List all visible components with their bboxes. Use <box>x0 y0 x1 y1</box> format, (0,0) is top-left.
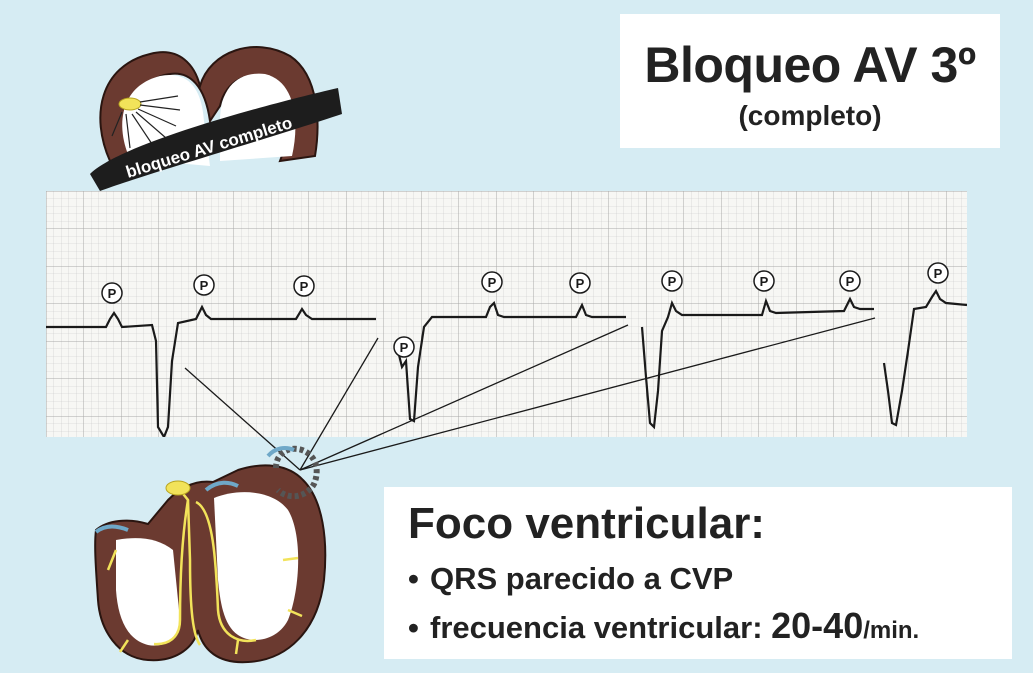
ventricle-illustration <box>94 464 327 664</box>
p-marker-circle <box>927 262 949 284</box>
impulse-arrows <box>111 95 181 149</box>
bullet-text: frecuencia ventricular: <box>430 610 772 645</box>
p-marker-circle <box>481 271 503 293</box>
bullet-rate: • frecuencia ventricular: 20-40/min. <box>408 605 919 647</box>
bullet-dot: • <box>408 561 419 596</box>
ecg-strip: P P P P P P P P P P <box>46 191 967 437</box>
ecg-trace-segment-4 <box>882 288 967 427</box>
title-main: Bloqueo AV 3º <box>644 37 976 93</box>
p-marker-circle <box>293 275 315 297</box>
valve-leaflet <box>204 480 239 492</box>
p-wave-label: P <box>108 286 117 301</box>
p-marker-circle <box>569 272 591 294</box>
p-wave-label: P <box>760 274 769 289</box>
focus-panel: Foco ventricular: • QRS parecido a CVP • f… <box>384 487 1012 659</box>
sa-node <box>118 97 142 111</box>
label-band <box>90 88 342 191</box>
p-wave-label: P <box>934 266 943 281</box>
p-wave-label: P <box>846 274 855 289</box>
p-marker-circle <box>839 270 861 292</box>
ecg-grid <box>46 191 967 437</box>
p-wave-label: P <box>300 279 309 294</box>
rate-unit: /min. <box>863 617 920 644</box>
title-sub: (completo) <box>738 100 882 131</box>
av-node <box>165 480 191 496</box>
p-marker-circle <box>753 270 775 292</box>
conduction-fibers <box>106 489 303 655</box>
focus-heading: Foco ventricular: <box>408 499 765 548</box>
right-ventricle-chamber <box>214 492 299 640</box>
left-ventricle-chamber <box>116 538 180 646</box>
bullet-qrs: • QRS parecido a CVP <box>408 561 733 597</box>
bullet-text: QRS parecido a CVP <box>430 561 734 596</box>
p-wave-label: P <box>668 274 677 289</box>
p-wave-label: P <box>200 278 209 293</box>
title-panel: Bloqueo AV 3º (completo) <box>620 14 1000 148</box>
p-marker-circle <box>101 282 123 304</box>
p-wave-label: P <box>576 276 585 291</box>
rate-value: 20-40 <box>771 605 864 646</box>
p-wave-label: P <box>400 340 409 355</box>
ecg-trace-segment-1 <box>46 304 376 437</box>
atria-illustration: bloqueo AV completo <box>90 46 342 191</box>
p-marker-circle <box>661 270 683 292</box>
bullet-dot: • <box>408 610 419 645</box>
p-wave-label: P <box>488 275 497 290</box>
valve-leaflet <box>94 524 129 534</box>
p-marker-circle <box>193 274 215 296</box>
